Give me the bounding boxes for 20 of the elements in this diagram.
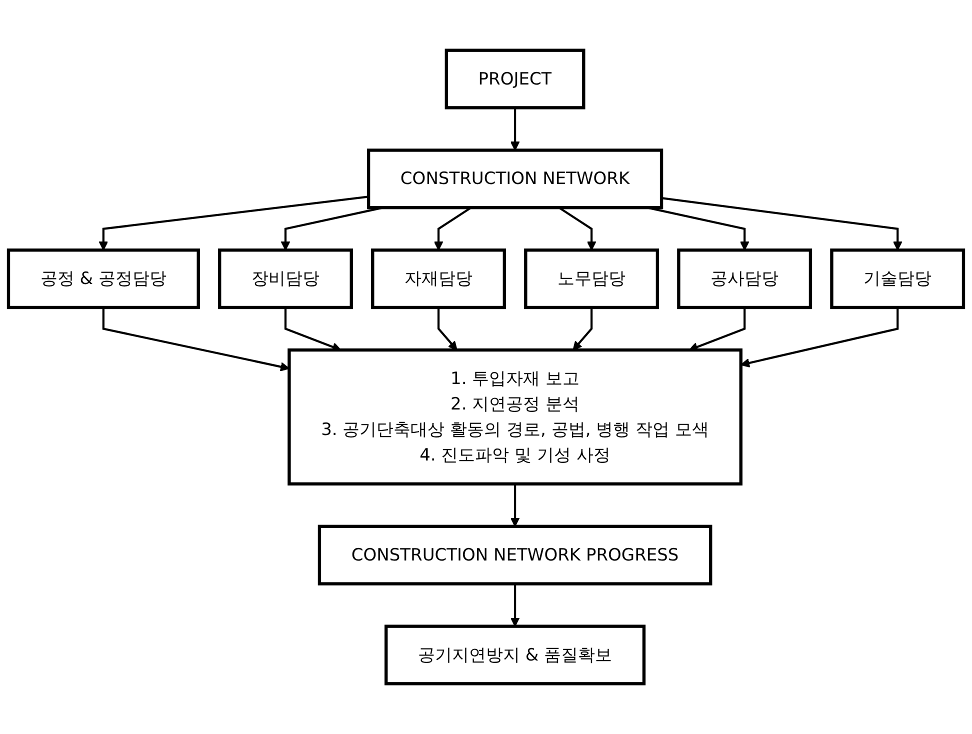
node-box: CONSTRUCTION NETWORK PROGRESS xyxy=(318,524,712,586)
node-box: PROJECT xyxy=(444,48,586,110)
arrow xyxy=(98,196,369,251)
node-box: 장비담당 xyxy=(218,248,353,310)
arrow xyxy=(661,196,902,251)
node-box: CONSTRUCTION NETWORK xyxy=(366,148,664,210)
node-box: 1. 투입자재 보고 2. 지연공정 분석 3. 공기단축대상 활동의 경로, 공법, 병행 작업 모색 4. 진도파악 및 기성 사정 xyxy=(288,348,742,486)
arrow xyxy=(740,308,899,368)
arrow xyxy=(102,308,290,372)
node-box: 공사담당 xyxy=(677,248,812,310)
node-box: 노무담당 xyxy=(524,248,660,310)
arrow xyxy=(510,584,520,627)
node-box: 기술담당 xyxy=(830,248,966,310)
node-box: 공정 & 공정담당 xyxy=(6,248,200,310)
arrow xyxy=(510,484,520,527)
arrow xyxy=(510,108,520,151)
arrow xyxy=(572,308,593,350)
arrow xyxy=(437,308,458,350)
node-box: 자재담당 xyxy=(371,248,506,310)
node-box: 공기지연방지 & 품질확보 xyxy=(384,624,646,686)
